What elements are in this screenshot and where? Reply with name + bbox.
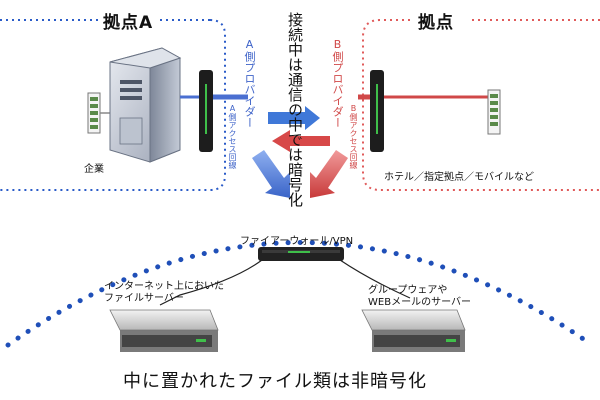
site-b-router-icon <box>370 70 384 152</box>
client-hub-icon <box>487 89 501 135</box>
company-switch-icon <box>87 92 101 134</box>
location-label: ホテル／指定拠点／モバイルなど <box>384 172 534 183</box>
site-b-boundary <box>362 19 600 191</box>
arrow-right-icon <box>268 106 320 130</box>
site-b-title: 拠点 <box>418 13 454 33</box>
site-a-title: 拠点A <box>103 13 154 33</box>
bottom-caption: 中に置かれたファイル類は非暗号化 <box>123 371 427 392</box>
site-a-router-icon <box>199 70 213 152</box>
link-firewall-fileserver <box>159 259 263 306</box>
arrow-left-icon <box>272 130 330 152</box>
groupware-label-line2: WEBメールのサーバー <box>368 297 471 308</box>
b-provider-label: B側プロバイダー <box>331 38 344 128</box>
file-server-label-line1: インターネット上においた <box>104 281 224 292</box>
a-line-label: A側アクセス回線 <box>228 104 237 169</box>
file-server-icon <box>109 309 219 352</box>
file-server-label: インターネット上においた ファイルサーバー <box>104 281 224 305</box>
company-server-icon <box>109 47 182 163</box>
groupware-server-icon <box>361 309 466 352</box>
firewall-vpn-icon <box>258 247 344 261</box>
link-firewall-groupware <box>339 259 411 299</box>
file-server-label-line2: ファイルサーバー <box>104 293 184 304</box>
company-label: 企業 <box>84 164 104 175</box>
a-provider-label: A側プロバイダー <box>243 38 256 128</box>
groupware-label: グループウェアや WEBメールのサーバー <box>368 285 471 309</box>
b-line-label: B側アクセス回線 <box>349 104 358 169</box>
firewall-label: ファイアーウォール/VPN <box>240 236 354 247</box>
internet-arc <box>5 240 595 348</box>
arrow-blue-down-icon <box>252 150 290 198</box>
arrow-red-down-icon <box>310 150 348 198</box>
groupware-label-line1: グループウェアや <box>368 285 448 296</box>
encryption-note: 接続中は通信の中では暗号化 <box>286 12 304 207</box>
